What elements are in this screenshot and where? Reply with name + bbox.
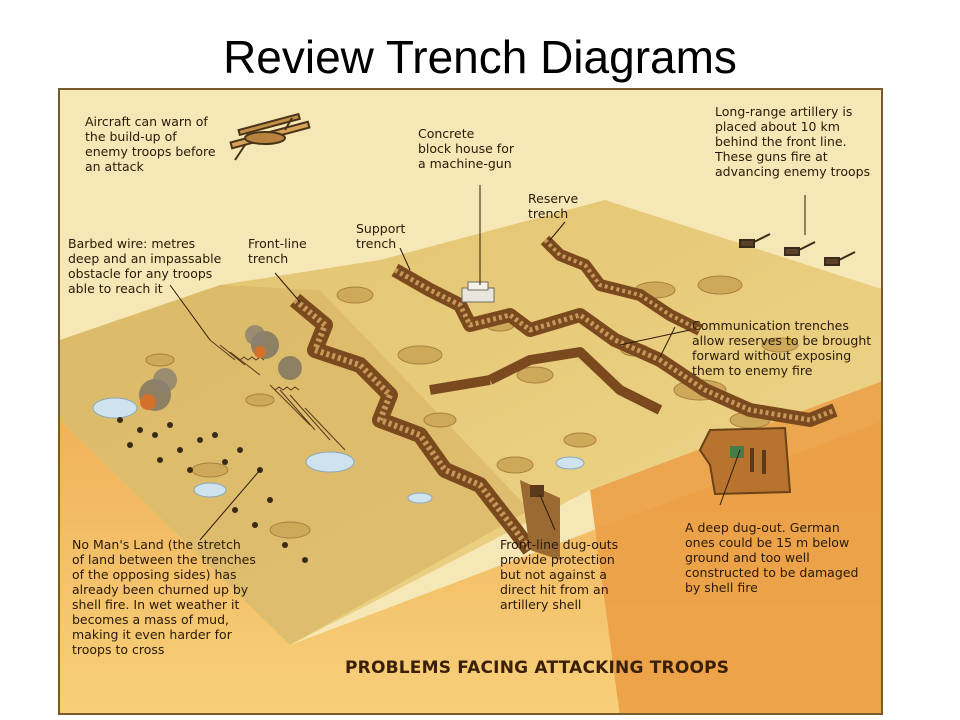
artillery-guns — [739, 233, 856, 266]
slide-title: Review Trench Diagrams — [223, 31, 737, 83]
communication-trench — [487, 347, 663, 415]
aircraft — [229, 112, 311, 161]
leader-lines — [169, 185, 806, 541]
barbed-wire — [209, 339, 346, 451]
concrete-block-house — [461, 281, 495, 303]
shell-craters — [145, 275, 799, 539]
front-line-dug-out — [520, 480, 560, 560]
no-mans-land — [60, 285, 530, 645]
trench-illustration — [60, 90, 881, 713]
soil-side — [590, 381, 881, 713]
water-craters — [92, 397, 585, 504]
diagram-caption: PROBLEMS FACING ATTACKING TROOPS — [345, 658, 730, 678]
trench-lines — [289, 235, 838, 555]
communication-trench-2 — [429, 375, 491, 395]
deep-dug-out — [698, 426, 792, 496]
shell-explosions — [139, 325, 302, 411]
